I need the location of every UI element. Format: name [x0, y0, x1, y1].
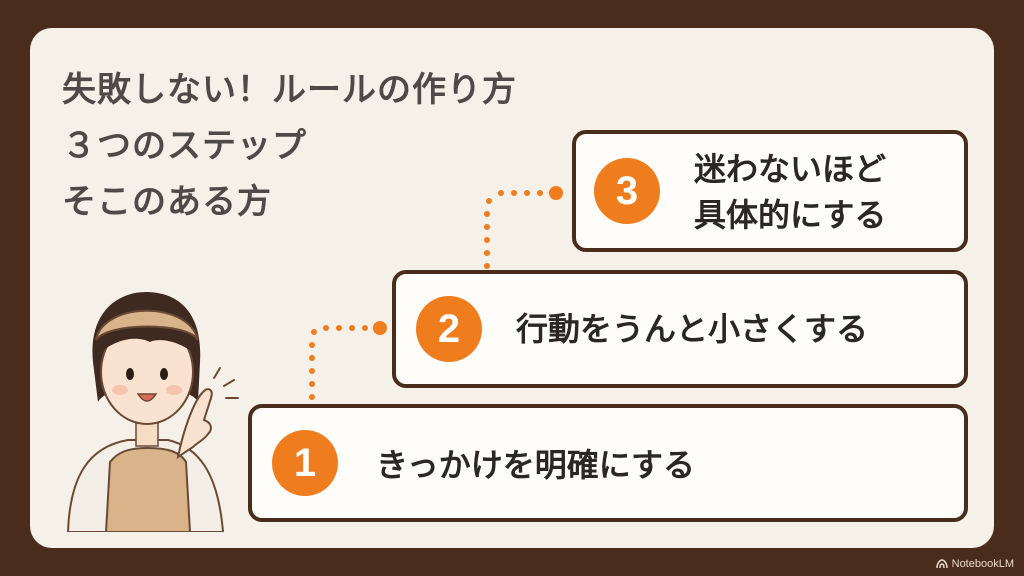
step-2-number-badge: 2	[416, 296, 482, 362]
step-2-label: 行動をうんと小さくする	[516, 310, 869, 348]
step-1-label: きっかけを明確にする	[376, 446, 696, 484]
title-line-2: ３つのステップ	[62, 126, 307, 166]
step-3-box: 3 迷わないほど 具体的にする	[572, 130, 968, 252]
step-3-label: 迷わないほど 具体的にする	[694, 146, 886, 238]
woman-apron	[104, 446, 192, 532]
woman-headscarf	[95, 309, 199, 341]
woman-illustration	[66, 292, 239, 532]
woman-hand	[176, 388, 213, 460]
step-1-box: 1 きっかけを明確にする	[248, 404, 968, 522]
step-3-number-badge: 3	[594, 158, 660, 224]
footer-brand: NotebookLM	[935, 558, 1014, 570]
title-line-3: そこのある方	[62, 182, 272, 222]
step-2-box: 2 行動をうんと小さくする	[392, 270, 968, 388]
title-line-1: 失敗しない！ルールの作り方	[62, 70, 517, 110]
notebooklm-logo-icon	[935, 559, 948, 569]
step-3-label-line-2: 具体的にする	[694, 196, 887, 234]
step-1-number-badge: 1	[272, 430, 338, 496]
step-3-label-line-1: 迷わないほど	[694, 150, 887, 188]
slide-title: 失敗しない！ルールの作り方 ３つのステップ そこのある方	[62, 62, 517, 230]
footer-brand-label: NotebookLM	[951, 558, 1014, 570]
sparkle-lines-icon	[213, 367, 239, 399]
